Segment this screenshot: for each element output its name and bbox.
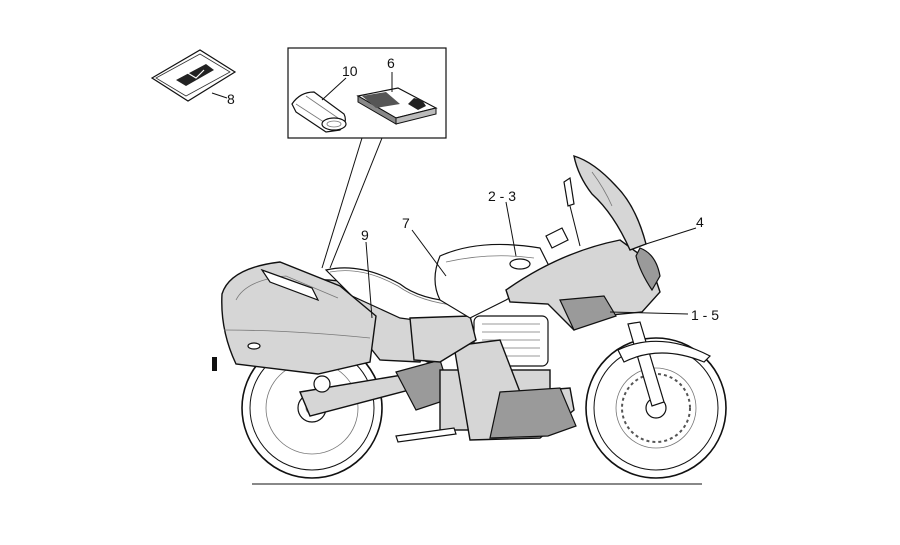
side-panel [409,315,477,363]
owners-manual-part [356,87,438,125]
windscreen [573,154,647,251]
handlebar-grip [545,227,569,249]
leader-line-10 [321,77,347,101]
callout-7: 7 [402,215,410,231]
leader-line-2-3 [505,201,517,257]
motorcycle-illustration [212,154,727,479]
leader-line-9 [365,241,373,319]
callout-2-3: 2 - 3 [488,188,516,204]
mirror-stem [569,205,581,247]
headlight [635,247,661,292]
leader-line-8 [211,92,228,99]
pannier-case [221,261,377,375]
callout-8: 8 [227,91,235,107]
callout-9: 9 [361,227,369,243]
front-wheel [585,337,727,479]
inset-pointer-left [321,137,363,269]
leader-line-1-5 [609,311,689,315]
fuel-cap [509,258,531,270]
decal-sheet-part [150,49,237,102]
callout-6: 6 [387,55,395,71]
document-pouch-part [291,91,347,133]
mirror [563,176,575,207]
fairing-vent [559,295,617,331]
front-fender [617,340,712,363]
shock-mount [313,375,331,393]
callout-4: 4 [696,214,704,230]
leader-line-7 [411,229,447,277]
belly-pan [489,387,577,439]
side-stand [395,427,457,443]
inset-pointer-right [329,137,383,269]
callout-10: 10 [342,63,358,79]
callout-1-5: 1 - 5 [691,307,719,323]
leader-line-4 [645,227,697,245]
tail-reflector [212,357,217,371]
